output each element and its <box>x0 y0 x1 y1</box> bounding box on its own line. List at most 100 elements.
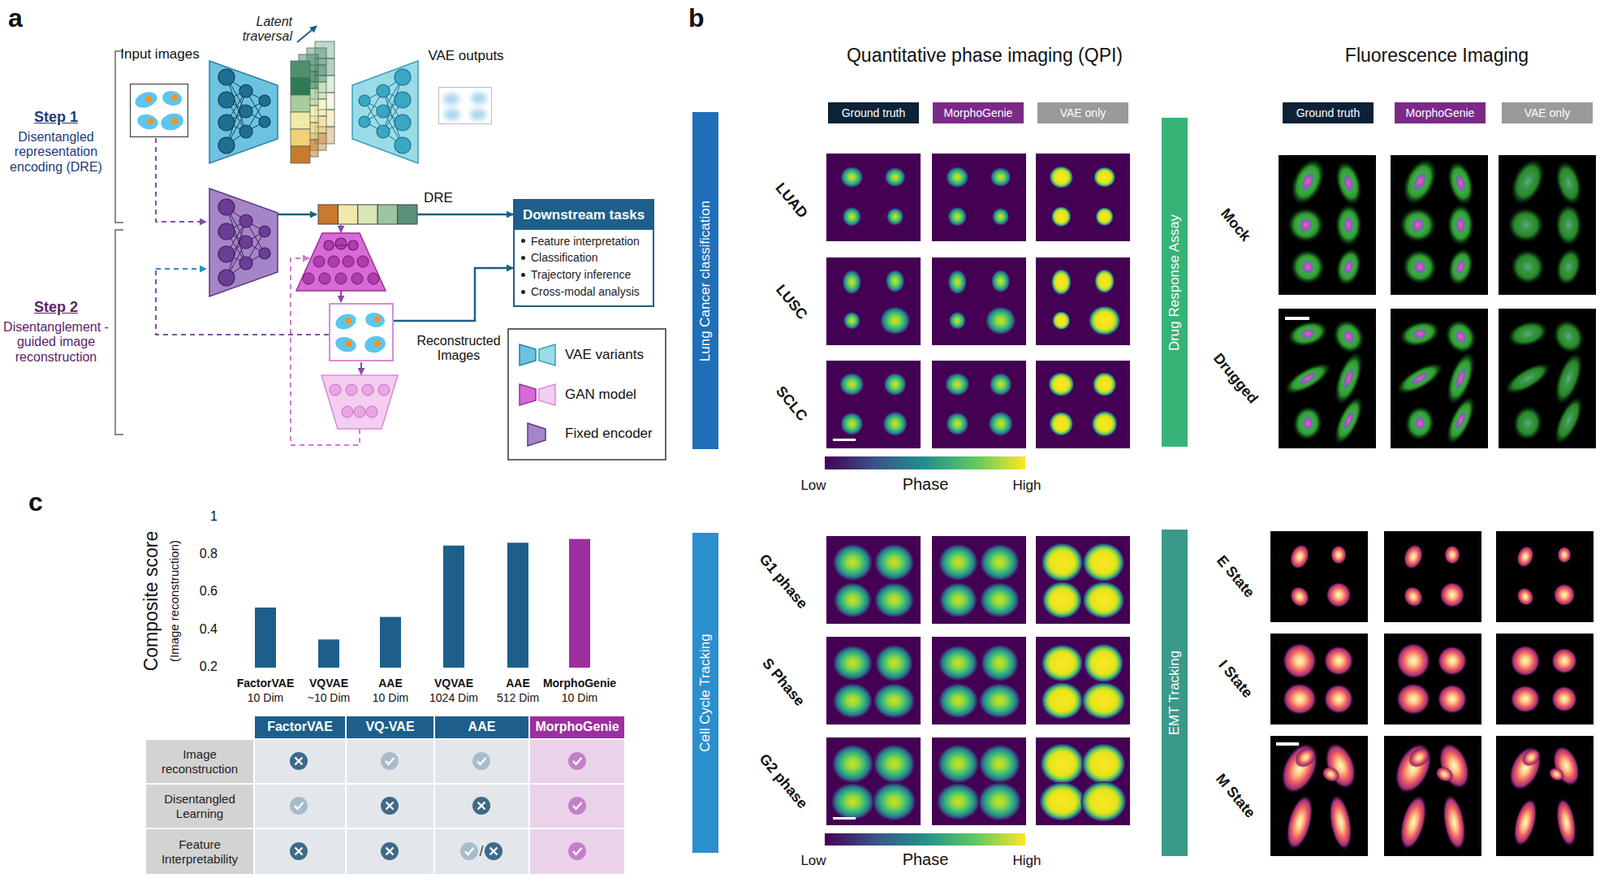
decoder-shape <box>352 60 419 164</box>
check-mark <box>573 757 583 764</box>
table-cell <box>346 739 434 783</box>
legend-text: GAN model <box>564 386 637 403</box>
cell-image <box>1413 414 1427 431</box>
cell-image <box>832 645 873 681</box>
cell-image <box>1563 216 1574 234</box>
cell-image <box>873 682 915 718</box>
cell-image <box>1455 216 1466 234</box>
table-cell <box>254 784 346 828</box>
cell-image <box>840 412 863 436</box>
cell-image <box>1081 780 1127 822</box>
network-unit <box>239 235 253 249</box>
cell-image <box>1454 258 1467 276</box>
check-mark <box>573 802 583 809</box>
label-text: Disentangled representation encoding (DR… <box>1 129 111 175</box>
nucleus-icon <box>374 315 381 323</box>
cell-image <box>1284 316 1331 351</box>
cross-icon <box>380 841 399 860</box>
legend-icon <box>519 383 536 406</box>
legend-text: Fixed encoder <box>564 425 653 442</box>
cell-image <box>1327 314 1371 359</box>
image-tile <box>1278 155 1376 295</box>
network-unit <box>327 255 340 268</box>
cell-image <box>948 311 967 330</box>
network-unit <box>319 272 331 285</box>
bracket <box>115 51 124 223</box>
cell-image <box>1394 791 1432 854</box>
image-tile <box>1035 360 1130 449</box>
table-cell <box>530 715 625 738</box>
label-text: Feature Interpretability <box>146 828 254 874</box>
table-cell <box>146 784 254 828</box>
network-unit <box>376 104 390 118</box>
image-tile <box>1496 530 1594 622</box>
bullet-text: Feature interpretation <box>530 234 640 249</box>
cell-image <box>939 582 977 617</box>
header-text: VAE only <box>1060 106 1107 120</box>
image-box: Reconstructed Images <box>328 302 394 362</box>
label-text: AAE <box>505 676 531 690</box>
cell-image <box>1518 744 1544 769</box>
image-tile <box>826 153 921 242</box>
network-unit <box>218 223 235 240</box>
check-icon <box>460 841 479 860</box>
cell-image <box>991 269 1010 293</box>
dre-cell <box>377 204 397 225</box>
cross-icon <box>289 841 308 860</box>
cell-image <box>1561 366 1577 390</box>
bullet-dot <box>521 289 526 294</box>
cell-image <box>842 207 862 227</box>
cell-image <box>1324 791 1356 852</box>
bracket <box>115 229 124 435</box>
network-unit <box>394 114 411 131</box>
cell-image <box>945 412 969 436</box>
label-text: G1 phase <box>755 550 811 612</box>
cell-image <box>1051 268 1071 295</box>
cell-image <box>1517 370 1540 387</box>
cell-image <box>875 644 913 682</box>
bar <box>507 542 529 668</box>
cell-image <box>1396 153 1444 211</box>
scale-bar <box>832 438 856 441</box>
cell-image <box>1052 310 1070 330</box>
cross-icon <box>484 841 503 860</box>
cell-image <box>1280 356 1336 400</box>
label-text: SCLC <box>771 383 811 425</box>
cell-image <box>1041 681 1083 719</box>
cell-image <box>1410 217 1426 233</box>
label-text: Step 1 <box>1 108 111 126</box>
section-band: Cell Cycle Tracking <box>692 532 719 853</box>
cross-icon <box>472 796 491 815</box>
image-tile <box>931 636 1027 725</box>
check-mark <box>294 802 304 809</box>
cell-image <box>1290 403 1326 444</box>
network-unit <box>341 405 354 418</box>
bullet-text: Cross-modal analysis <box>530 284 640 299</box>
cell-icon <box>364 310 387 329</box>
cell-icon <box>333 334 358 354</box>
nucleus-icon <box>146 117 154 125</box>
check-mark <box>573 847 583 854</box>
cell-image <box>1047 371 1074 396</box>
bar <box>318 638 340 668</box>
network-unit <box>378 383 390 396</box>
check-icon <box>472 751 491 770</box>
cell-image <box>988 411 1014 436</box>
network-unit <box>345 383 358 396</box>
flow-arrow <box>277 213 317 216</box>
cell-image <box>1325 581 1352 608</box>
cell-image <box>1298 217 1314 233</box>
dashed-feedback <box>290 258 360 445</box>
cell-image <box>1049 166 1074 189</box>
cell-image <box>1409 370 1432 387</box>
label-text: 0.2 <box>180 659 218 674</box>
cell-image <box>1513 543 1538 570</box>
cell-image <box>839 372 864 396</box>
column-header: VAE only <box>1037 102 1129 124</box>
cell-image <box>1453 172 1467 193</box>
cell-image <box>985 306 1016 335</box>
cell-image <box>1561 172 1575 193</box>
cell-image <box>1444 544 1461 565</box>
cell-image <box>1284 153 1332 211</box>
table-cell <box>254 739 346 783</box>
